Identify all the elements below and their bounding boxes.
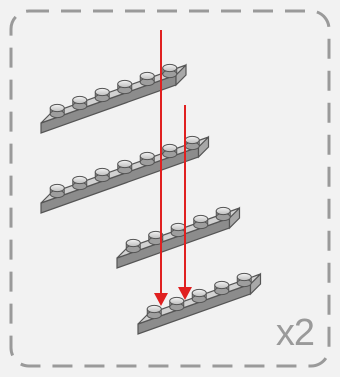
stud: [72, 175, 88, 191]
stud: [170, 222, 186, 238]
stud: [94, 167, 110, 183]
plate-front: [40, 74, 177, 134]
stud: [215, 206, 231, 222]
stud: [146, 304, 162, 320]
stud: [139, 71, 155, 87]
stud: [94, 87, 110, 103]
dashed-border: [9, 9, 331, 368]
stud: [162, 143, 178, 159]
stud: [49, 183, 65, 199]
stud: [139, 151, 155, 167]
stud: [214, 280, 230, 296]
down-arrow-icon: [178, 105, 192, 300]
stud: [236, 272, 252, 288]
stud: [148, 230, 164, 246]
quantity-label: x2: [275, 312, 315, 354]
stud: [117, 79, 133, 95]
stud: [72, 95, 88, 111]
stud: [125, 238, 141, 254]
down-arrow-icon: [154, 30, 168, 306]
stud: [193, 214, 209, 230]
plate-1x5-lower: [116, 206, 241, 269]
stud: [117, 159, 133, 175]
plate-1x6-top: [40, 63, 187, 134]
plate-1x5-base: [137, 272, 262, 335]
stud: [49, 103, 65, 119]
stud: [184, 135, 200, 151]
stud: [169, 296, 185, 312]
plate-1x7-middle: [40, 135, 210, 214]
stud: [162, 63, 178, 79]
stud: [191, 288, 207, 304]
